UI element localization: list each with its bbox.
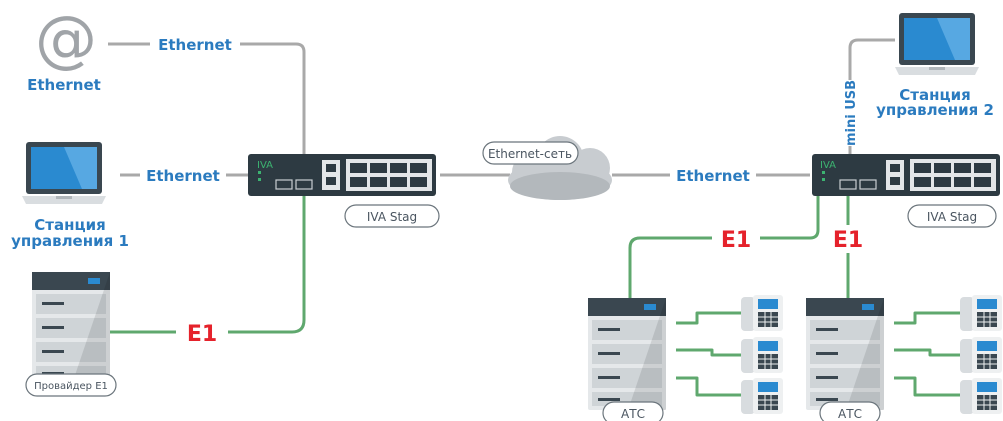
server-rack-icon bbox=[32, 272, 110, 384]
mini-usb-label: mini USB bbox=[844, 80, 859, 146]
link-internet-to-iva-left bbox=[108, 42, 306, 154]
ethernet-label-right: Ethernet bbox=[676, 167, 750, 185]
station2-label-line1: Станция bbox=[899, 86, 970, 104]
label-eth-top: Ethernet bbox=[150, 32, 240, 56]
label-e1-right-b: E1 bbox=[826, 225, 870, 253]
desk-phone-icon bbox=[959, 294, 1003, 332]
desk-phone-icon bbox=[740, 377, 784, 415]
internet-node: @ Ethernet bbox=[27, 2, 101, 94]
atc-right-node: АТС bbox=[806, 298, 884, 421]
station1-label-line1: Станция bbox=[34, 216, 105, 234]
iva-stag-device-icon bbox=[811, 153, 1001, 197]
iva-stag-device-icon bbox=[247, 153, 437, 197]
e1-label-atc-left: E1 bbox=[721, 228, 751, 253]
link-atc-right-phone-1 bbox=[894, 311, 962, 325]
iva-stag-left-label: IVA Stag bbox=[367, 210, 417, 224]
ethernet-cloud: Ethernet-сеть bbox=[482, 136, 612, 200]
laptop-icon bbox=[895, 13, 979, 75]
iva-stag-right-label: IVA Stag bbox=[927, 210, 977, 224]
station-1: Станция управления 1 bbox=[11, 142, 129, 250]
desk-phone-icon bbox=[740, 336, 784, 374]
phones-left bbox=[740, 294, 784, 415]
at-icon: @ bbox=[35, 2, 97, 75]
label-e1-right-a: E1 bbox=[712, 225, 760, 253]
desk-phone-icon bbox=[959, 336, 1003, 374]
link-provider-e1 bbox=[110, 196, 306, 334]
station2-label-line2: управления 2 bbox=[876, 101, 994, 119]
iva-stag-right: IVA IVA Stag bbox=[811, 153, 1001, 228]
provider-e1-node: Провайдер E1 bbox=[25, 272, 117, 397]
link-atc-right-phone-2 bbox=[894, 348, 962, 357]
atc-right-label: АТС bbox=[838, 407, 862, 421]
label-eth-left: Ethernet bbox=[140, 163, 226, 187]
label-e1-provider: E1 bbox=[176, 318, 228, 348]
desk-phone-icon bbox=[740, 294, 784, 332]
provider-e1-label: Провайдер E1 bbox=[34, 381, 108, 392]
e1-label-provider: E1 bbox=[187, 322, 217, 347]
station-2: Станция управления 2 bbox=[876, 13, 994, 119]
label-eth-right: Ethernet bbox=[670, 163, 756, 187]
link-atc-left-phone-1 bbox=[676, 311, 743, 325]
label-mini-usb: mini USB bbox=[838, 80, 862, 146]
server-rack-icon bbox=[588, 298, 666, 410]
link-atc-left-phone-3 bbox=[676, 376, 743, 397]
device-logo-right: IVA bbox=[820, 160, 836, 171]
desk-phone-icon bbox=[959, 377, 1003, 415]
link-station2-mini-usb bbox=[848, 38, 895, 155]
atc-left-label: АТС bbox=[621, 407, 645, 421]
iva-stag-left: IVA IVA Stag bbox=[247, 153, 440, 228]
station1-label-line2: управления 1 bbox=[11, 232, 129, 250]
e1-links bbox=[110, 196, 962, 397]
link-atc-right-phone-3 bbox=[894, 376, 962, 397]
atc-left-node: АТС bbox=[588, 298, 666, 421]
link-atc-left-phone-2 bbox=[676, 348, 743, 357]
server-rack-icon bbox=[806, 298, 884, 410]
ethernet-label-top: Ethernet bbox=[158, 36, 232, 54]
laptop-icon bbox=[22, 142, 106, 204]
ethernet-label-left: Ethernet bbox=[146, 167, 220, 185]
device-logo-left: IVA bbox=[257, 160, 273, 171]
ethernet-net-label: Ethernet-сеть bbox=[488, 147, 572, 161]
e1-label-atc-right: E1 bbox=[833, 228, 863, 253]
phones-right bbox=[959, 294, 1003, 415]
internet-label: Ethernet bbox=[27, 76, 101, 94]
